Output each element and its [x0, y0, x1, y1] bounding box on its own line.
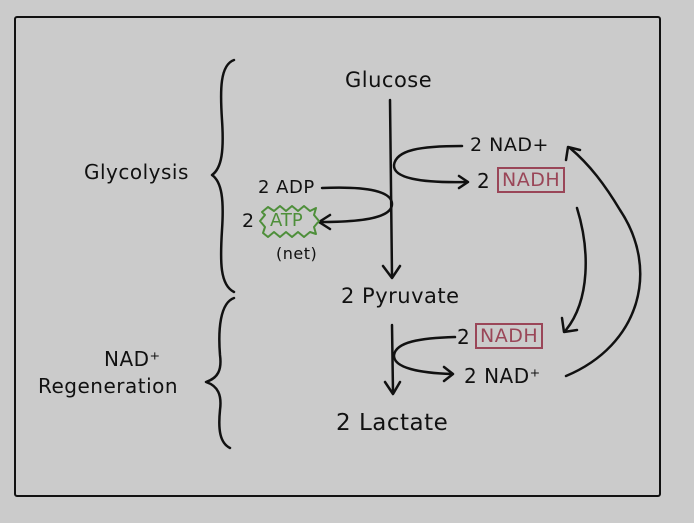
- regeneration-brace: [204, 296, 236, 450]
- pyruvate-node: 2 Pyruvate: [341, 284, 460, 308]
- nadh-to-nad-curve: [392, 335, 457, 376]
- glucose-node: Glucose: [345, 68, 433, 92]
- lactate-node: 2 Lactate: [336, 410, 449, 436]
- diagram-frame: [14, 16, 661, 497]
- net-label: (net): [276, 244, 318, 263]
- adp-label: 2 ADP: [258, 177, 315, 198]
- nad-plus-label-top: 2 NAD+: [470, 134, 549, 156]
- glycolysis-label: Glycolysis: [84, 160, 189, 184]
- glucose-arrowhead: [381, 264, 402, 280]
- nadh-coefficient-bottom: 2: [457, 325, 471, 349]
- atp-burst-icon: [259, 205, 320, 238]
- nadh-transfer-arrow: [564, 206, 587, 332]
- pyruvate-to-lactate-arrow: [390, 323, 395, 394]
- nad-regeneration-label-line2: Regeneration: [38, 374, 179, 398]
- nadh-to-nad-arrowhead: [442, 365, 455, 383]
- glucose-to-pyruvate-arrow: [388, 98, 394, 278]
- nad-plus-label-bottom: 2 NAD⁺: [464, 364, 541, 388]
- nadh-transfer-arrowhead: [560, 316, 579, 334]
- atp-label: ATP: [270, 210, 303, 231]
- atp-coefficient: 2: [242, 210, 255, 232]
- pyruvate-arrowhead: [383, 380, 402, 396]
- nad-to-nadh-curve: [392, 144, 468, 184]
- nad-return-arrow: [564, 146, 642, 378]
- nadh-coefficient-top: 2: [477, 169, 491, 193]
- nad-regeneration-label-line1: NAD⁺: [104, 347, 161, 371]
- nadh-box-top: NADH: [497, 167, 566, 193]
- glycolysis-brace: [210, 58, 236, 294]
- adp-to-atp-curve: [318, 186, 394, 224]
- nad-to-nadh-arrowhead: [457, 174, 470, 190]
- nadh-box-bottom: NADH: [475, 323, 544, 349]
- nad-return-arrowhead: [564, 145, 582, 162]
